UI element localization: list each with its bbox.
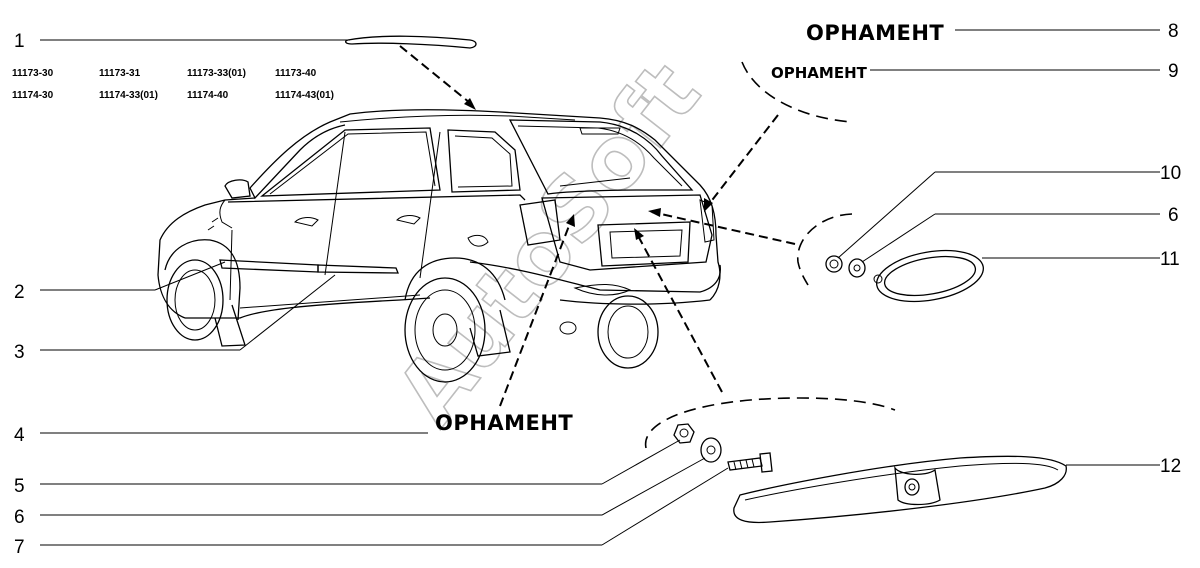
model-code: 11174-30 bbox=[12, 90, 54, 101]
callout-2: 2 bbox=[14, 282, 25, 303]
bolt-7 bbox=[727, 452, 773, 473]
nut-10 bbox=[825, 255, 843, 273]
car-illustration bbox=[157, 109, 721, 383]
model-code: 11173-40 bbox=[275, 68, 317, 79]
callout-8: 8 bbox=[1168, 21, 1179, 42]
callout-10: 10 bbox=[1160, 163, 1181, 184]
callout-1: 1 bbox=[14, 31, 25, 52]
callout-numbers: 1 2 3 4 5 6 7 8 9 10 6 11 12 bbox=[14, 21, 1181, 558]
emblem-text-8: ОРНАМЕНТ bbox=[806, 21, 944, 45]
assembly-arrows bbox=[399, 45, 796, 407]
callout-9: 9 bbox=[1168, 61, 1179, 82]
rear-door-molding bbox=[317, 264, 399, 274]
leader-lines bbox=[40, 29, 1160, 546]
dashed-arc-9 bbox=[741, 61, 853, 123]
tailgate-garnish-12 bbox=[733, 455, 1067, 524]
callout-4: 4 bbox=[14, 425, 25, 446]
model-code: 11174-43(01) bbox=[275, 90, 334, 101]
callout-7: 7 bbox=[14, 537, 25, 558]
dashed-arc-10 bbox=[797, 213, 853, 286]
model-code: 11173-33(01) bbox=[187, 68, 246, 79]
emblem-text-9: ОРНАМЕНТ bbox=[771, 64, 868, 82]
watermark-text: AutoSoft bbox=[378, 44, 720, 442]
emblem-text-4: ОРНАМЕНТ bbox=[435, 411, 573, 435]
callout-12: 12 bbox=[1160, 456, 1181, 477]
oval-emblem-11 bbox=[873, 249, 984, 303]
model-code: 11174-40 bbox=[187, 90, 229, 101]
washer-6-upper bbox=[848, 258, 866, 278]
callout-5: 5 bbox=[14, 476, 25, 497]
callout-6-right: 6 bbox=[1168, 205, 1179, 226]
dashed-arc-12 bbox=[644, 397, 896, 449]
washer-6-lower bbox=[700, 437, 722, 463]
nut-5 bbox=[673, 423, 695, 444]
watermark: AutoSoft bbox=[377, 44, 721, 444]
model-code: 11173-30 bbox=[12, 68, 54, 79]
model-code: 11173-31 bbox=[99, 68, 141, 79]
callout-6: 6 bbox=[14, 507, 25, 528]
model-code: 11174-33(01) bbox=[99, 90, 158, 101]
model-codes: 11173-30 11173-31 11173-33(01) 11173-40 … bbox=[12, 68, 334, 101]
front-door-molding bbox=[219, 259, 319, 273]
callout-3: 3 bbox=[14, 342, 25, 363]
callout-11: 11 bbox=[1160, 249, 1180, 270]
roof-molding-strip bbox=[345, 35, 477, 49]
